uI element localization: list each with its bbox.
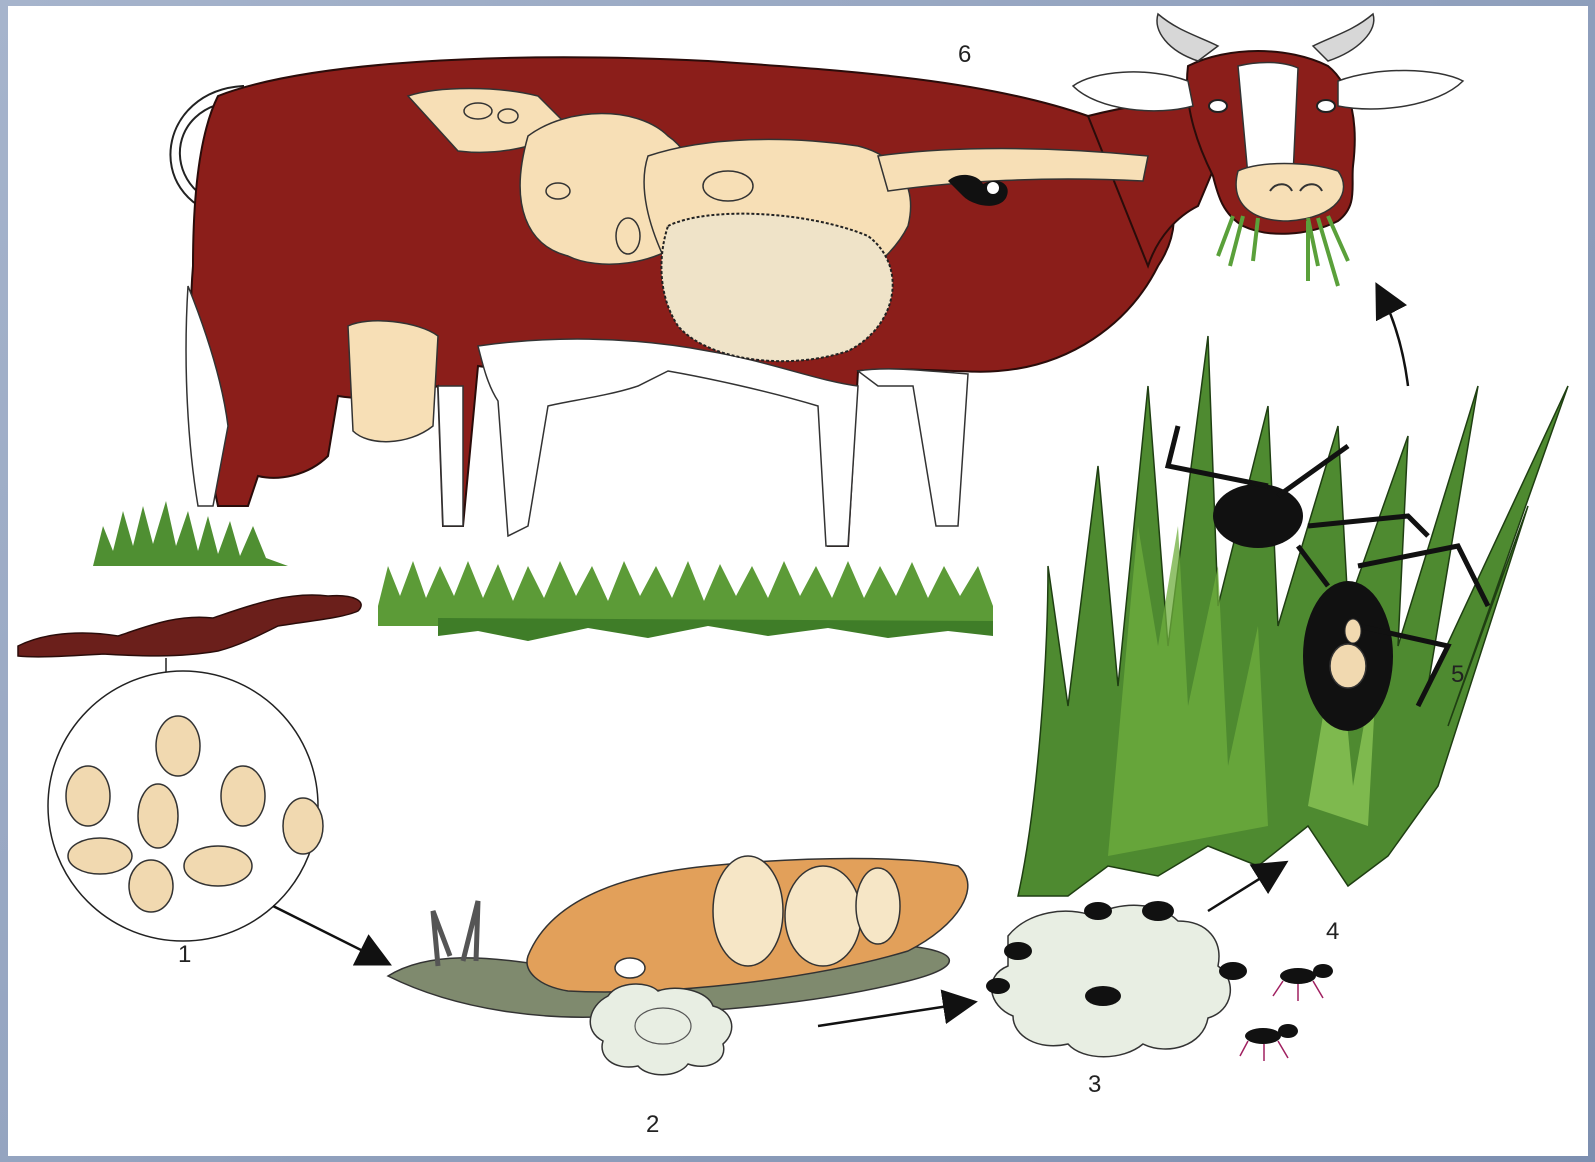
ant-icon <box>1240 964 1333 1061</box>
stage-label-2: 2 <box>646 1111 659 1139</box>
dung-icon <box>18 595 361 657</box>
stage-label-3: 3 <box>1088 1071 1101 1099</box>
diagram-canvas: 1 2 3 4 5 6 <box>8 6 1588 1156</box>
egg-circle-icon <box>48 671 323 941</box>
stage-label-4: 4 <box>1326 918 1339 946</box>
grass-icon <box>1018 336 1568 896</box>
stage-label-6: 6 <box>958 41 971 69</box>
life-cycle-diagram <box>8 6 1588 1156</box>
ant-colony-slime-icon <box>986 901 1247 1057</box>
stage-label-1: 1 <box>178 941 191 969</box>
stage-label-5: 5 <box>1451 661 1464 689</box>
